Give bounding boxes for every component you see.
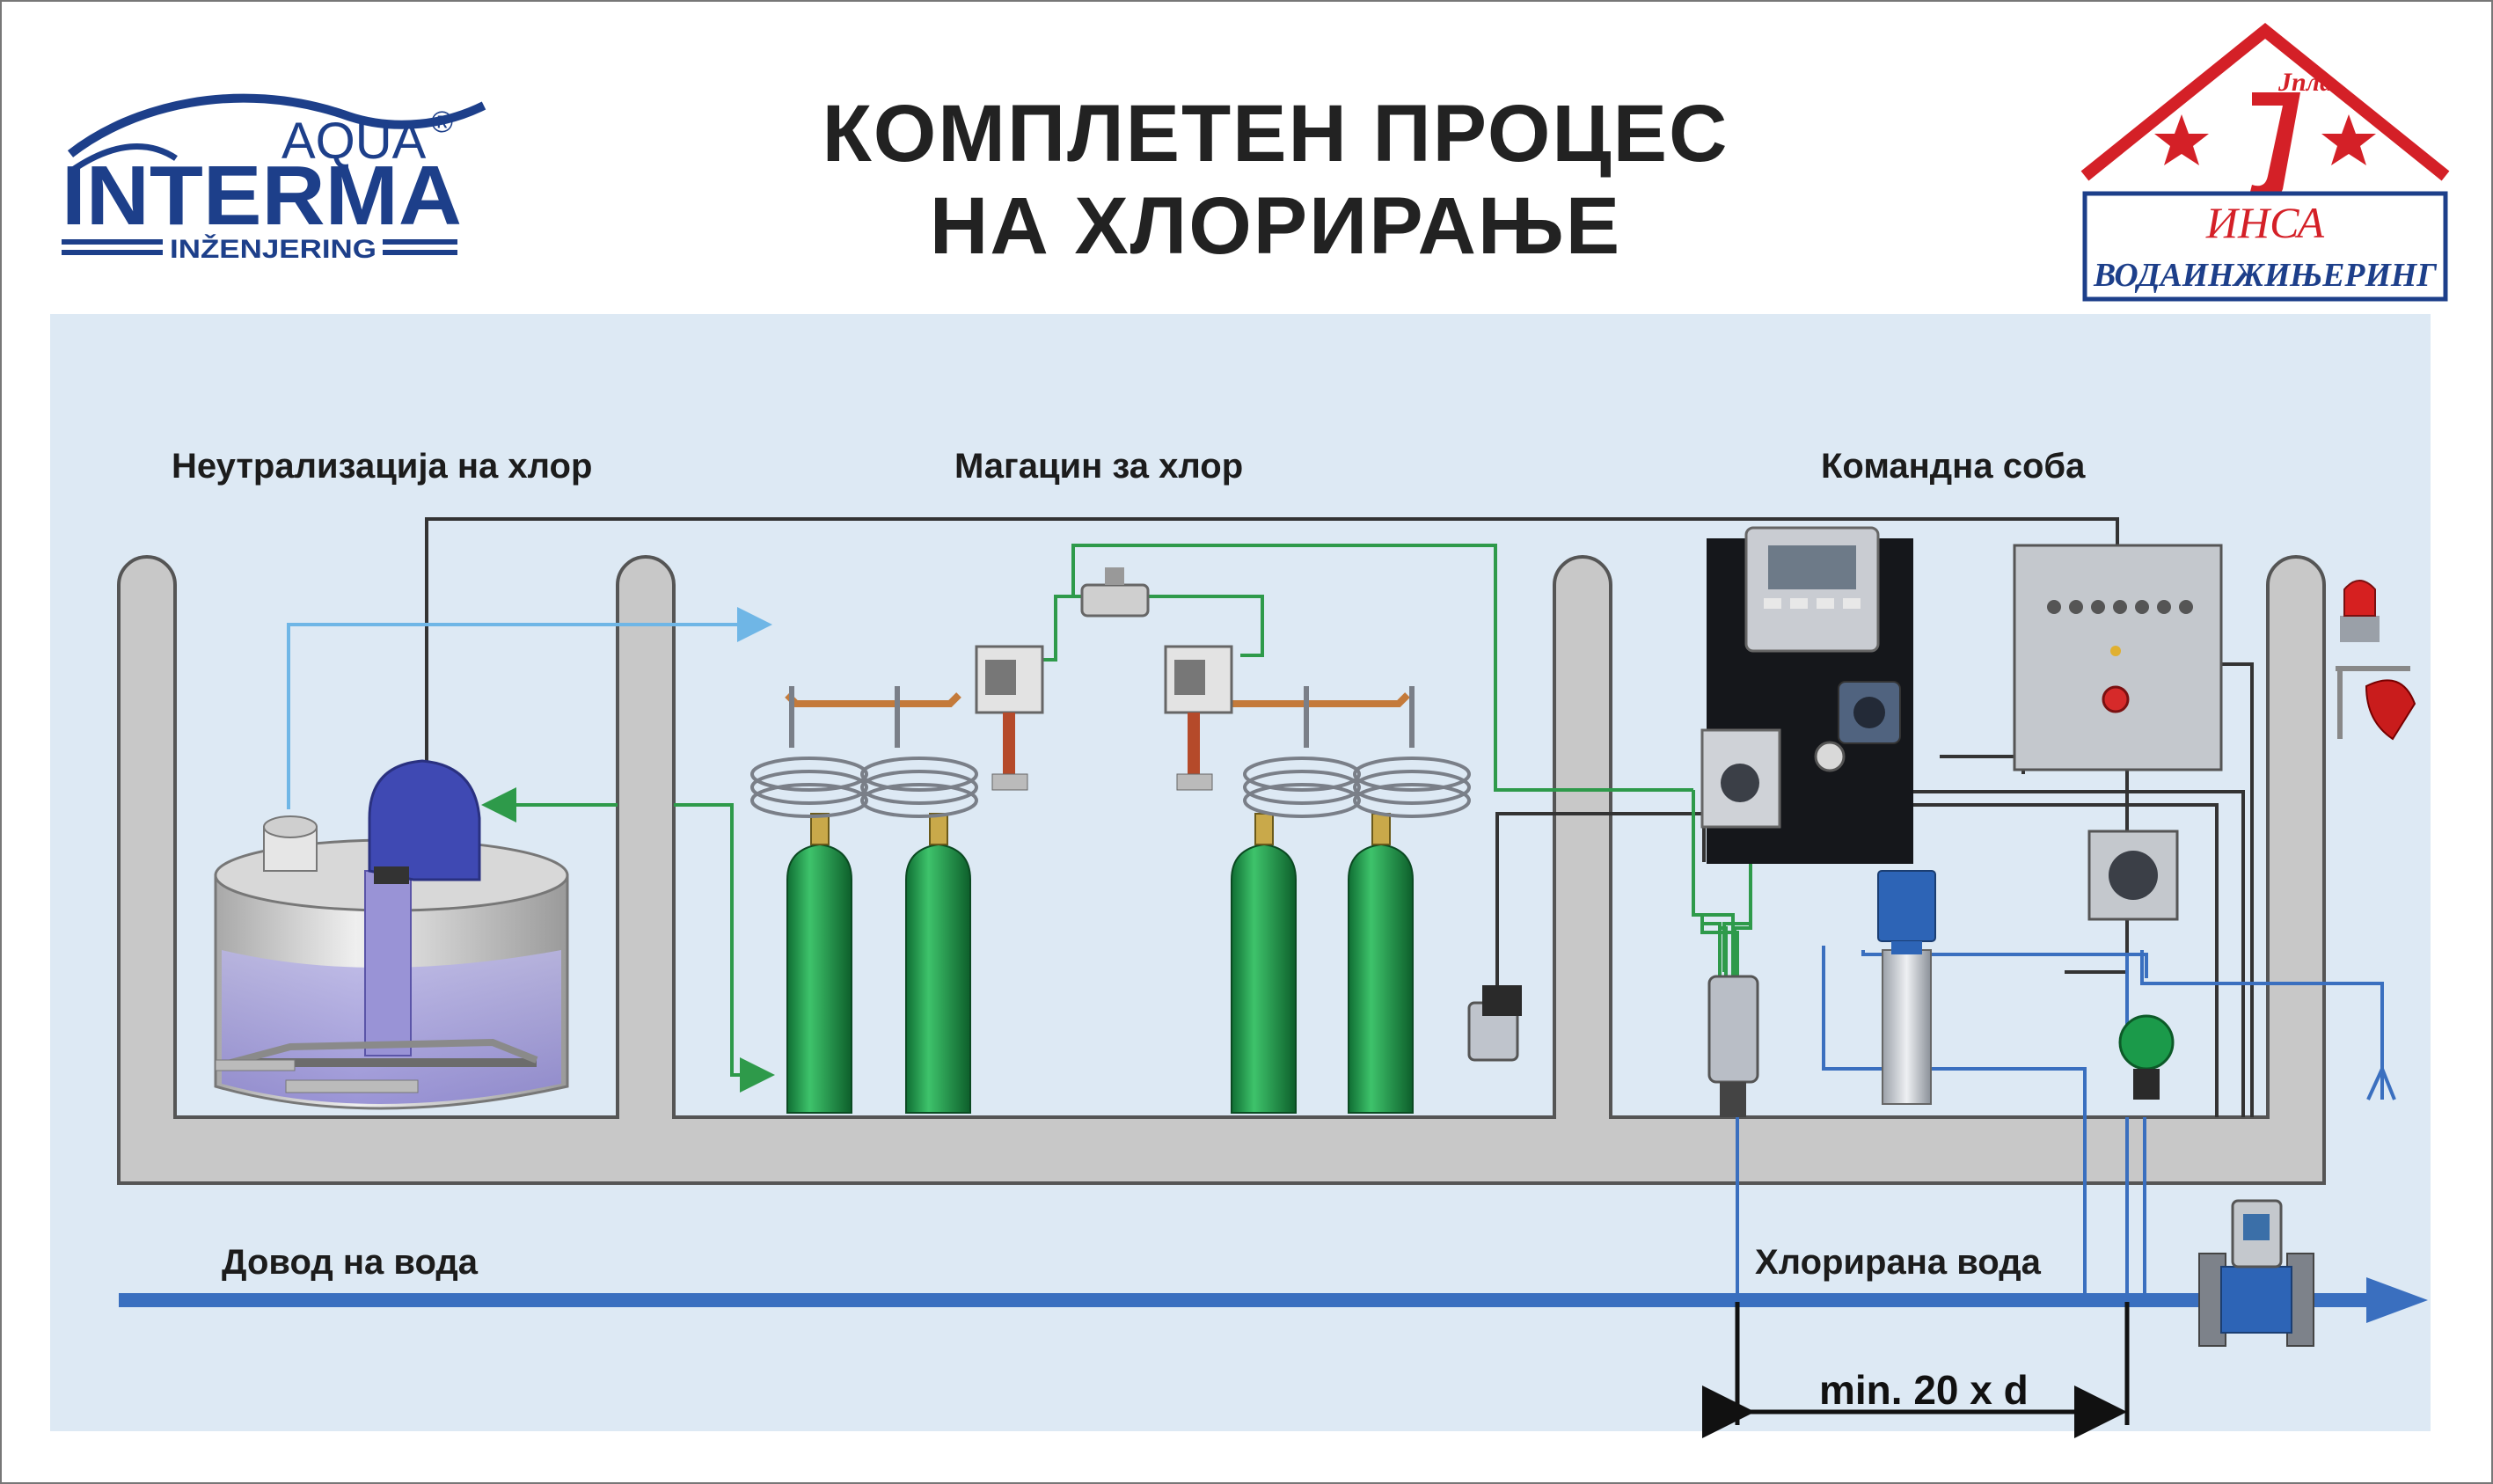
logo-interma-text: INTERMA — [62, 149, 462, 243]
booster-pump — [1877, 870, 1936, 1105]
pipe-label-chlorinated: Хлорирана вода — [1755, 1243, 2041, 1282]
distance-dimension — [1702, 1302, 2130, 1438]
title-line-2: НА ХЛОРИРАЊЕ — [929, 181, 1622, 271]
gas-manifolds-coils — [750, 686, 1471, 818]
chlorine-analyzer — [2087, 830, 2179, 921]
building-walls — [117, 555, 2326, 1185]
injector-filter — [1707, 975, 1759, 1117]
main-water-pipe — [119, 1277, 2428, 1323]
chlorine-gas-lines — [481, 544, 1759, 1093]
logo-script-text: Јпла — [2277, 68, 2333, 97]
logo-registered-mark: ® — [431, 106, 453, 139]
control-cabinet — [2013, 544, 2223, 771]
chlorine-cylinders — [786, 813, 1414, 1114]
title-line-1: КОМПЛЕТЕН ПРОЦЕС — [822, 89, 1729, 179]
section-label-neutralization: Неутрализација на хлор — [172, 447, 593, 486]
section-label-control-room: Командна соба — [1821, 447, 2086, 486]
logo-vodainzh-text: ВОДАИНЖИЊЕРИНГ — [2093, 257, 2438, 294]
logo-insa-text: ИНСА — [2205, 198, 2325, 247]
section-label-storage: Магацин за хлор — [954, 447, 1244, 486]
circulation-pump — [2118, 1014, 2175, 1100]
pipe-label-inlet: Довод на вода — [222, 1243, 479, 1282]
gas-detector — [1467, 985, 1522, 1062]
logo-aqua-text: AQUA — [281, 113, 427, 170]
flow-meter — [2198, 1199, 2314, 1347]
alarm-beacon — [2336, 580, 2416, 741]
distance-label: min. 20 x d — [1819, 1367, 2029, 1413]
neutralization-tank — [214, 759, 569, 1110]
green-dosing-line — [1722, 840, 1752, 972]
insa-logo: Јпла ИНСА ВОДАИНЖИЊЕРИНГ — [2076, 22, 2454, 312]
aqua-interma-logo: AQUA ® INTERMA INŽENJERING — [53, 70, 493, 281]
air-lines — [287, 607, 772, 809]
vacuum-regulators — [975, 567, 1233, 791]
logo-subtitle-text: INŽENJERING — [170, 234, 377, 264]
chlorinator-panel — [1700, 526, 1913, 864]
